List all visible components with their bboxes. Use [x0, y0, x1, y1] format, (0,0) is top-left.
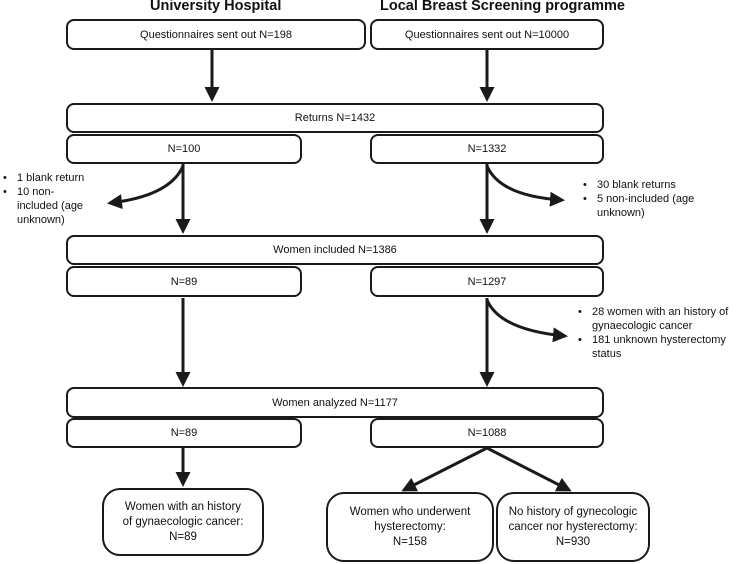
analyzed-right-text: N=1088: [467, 427, 507, 439]
outcome-hyst-line: hysterectomy:: [374, 520, 446, 533]
exclusions-left-list: 1 blank return 10 non-included (age unkn…: [3, 171, 95, 227]
header-university-hospital: University Hospital: [150, 0, 282, 14]
arrow-a-none: [486, 446, 572, 492]
header-screening-programme: Local Breast Screening programme: [380, 0, 625, 14]
included-left-text: N=89: [170, 275, 198, 288]
analyzed-text: Women analyzed N=1177: [272, 396, 398, 409]
exclusions-included-list: 28 women with an history of gynaecologic…: [578, 305, 748, 361]
outcome-gyn-line: Women with an history: [124, 500, 242, 513]
returns-left-box: N=100: [66, 134, 302, 164]
returns-right-text: N=1332: [467, 143, 507, 155]
returns-right-box: N=1332: [370, 134, 604, 164]
included-box: Women included N=1386: [66, 235, 604, 265]
exclusions-right-list: 30 blank returns 5 non-included (age unk…: [583, 178, 705, 220]
outcome-gyn-line: of gynaecologic cancer:: [122, 515, 244, 528]
exclusion-item: 10 non-included (age unknown): [3, 185, 95, 227]
exclusion-item: 5 non-included (age unknown): [583, 192, 705, 220]
exclusion-item: 1 blank return: [3, 171, 95, 185]
outcome-hyst-line: N=158: [392, 535, 428, 548]
arrow-a-hyst: [401, 446, 488, 492]
included-text: Women included N=1386: [273, 244, 397, 256]
analyzed-right-box: N=1088: [370, 418, 604, 448]
questionnaires-right-text: Questionnaires sent out N=10000: [404, 28, 570, 41]
outcome-gyn-line: N=89: [169, 530, 197, 543]
returns-box: Returns N=1432: [66, 103, 604, 133]
included-left-box: N=89: [66, 266, 302, 297]
exclusion-item: 28 women with an history of gynaecologic…: [578, 305, 748, 333]
outcome-none-line: N=930: [555, 535, 591, 548]
exclusion-item: 181 unknown hysterectomy status: [578, 333, 748, 361]
analyzed-left-text: N=89: [170, 427, 198, 439]
outcome-none-line: cancer nor hysterectomy:: [508, 520, 638, 533]
arrow-excl-right: [485, 165, 565, 207]
questionnaires-right-box: Questionnaires sent out N=10000: [370, 19, 604, 50]
analyzed-box: Women analyzed N=1177: [66, 387, 604, 418]
outcome-hysterectomy-box: Women who underwent hysterectomy: N=158: [326, 492, 494, 562]
questionnaires-left-box: Questionnaires sent out N=198: [66, 19, 366, 50]
returns-text: Returns N=1432: [294, 112, 376, 124]
exclusion-item: 30 blank returns: [583, 178, 705, 192]
arrow-excl-included: [485, 299, 568, 343]
outcome-gynaecologic-cancer-box: Women with an history of gynaecologic ca…: [102, 488, 264, 556]
arrow-excl-left: [107, 165, 185, 210]
questionnaires-left-text: Questionnaires sent out N=198: [140, 28, 292, 41]
included-right-box: N=1297: [370, 266, 604, 297]
returns-left-text: N=100: [167, 143, 201, 155]
outcome-none-line: No history of gynecologic: [508, 505, 638, 518]
outcome-hyst-line: Women who underwent: [349, 505, 471, 518]
included-right-text: N=1297: [467, 275, 507, 288]
analyzed-left-box: N=89: [66, 418, 302, 448]
outcome-no-history-box: No history of gynecologic cancer nor hys…: [496, 492, 650, 562]
